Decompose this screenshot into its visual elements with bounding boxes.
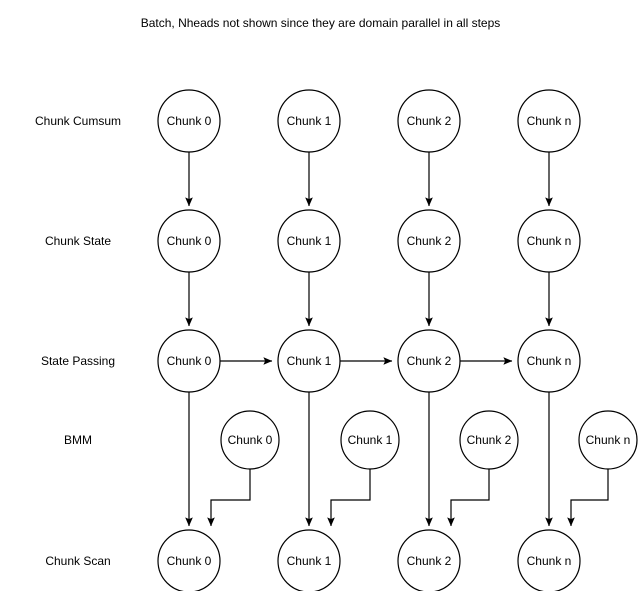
node-circle[interactable] [397, 89, 461, 153]
node-chunk-scan-col-1[interactable]: Chunk 1 [277, 529, 341, 591]
node-circle[interactable] [277, 89, 341, 153]
row-label-chunk-cumsum: Chunk Cumsum [35, 114, 121, 128]
node-chunk-cumsum-col-2[interactable]: Chunk 2 [397, 89, 461, 153]
row-chunk-state-nodes: Chunk 0 Chunk 1 Chunk 2 Chunk n [157, 209, 581, 273]
node-label: Chunk 2 [407, 354, 452, 368]
edges-state-to-passing [185, 272, 553, 327]
node-circle[interactable] [517, 329, 581, 393]
node-chunk-scan-col-n[interactable]: Chunk n [517, 529, 581, 591]
node-circle[interactable] [517, 529, 581, 591]
node-label: Chunk 1 [287, 554, 332, 568]
edges-bmm-to-scan [207, 469, 609, 527]
diagram-title: Batch, Nheads not shown since they are d… [141, 16, 501, 30]
node-circle[interactable] [397, 209, 461, 273]
node-chunk-state-col-2[interactable]: Chunk 2 [397, 209, 461, 273]
node-label: Chunk 0 [167, 354, 212, 368]
node-label: Chunk 1 [287, 114, 332, 128]
row-chunk-cumsum-nodes: Chunk 0 Chunk 1 Chunk 2 Chunk n [157, 89, 581, 153]
node-chunk-state-col-1[interactable]: Chunk 1 [277, 209, 341, 273]
node-label: Chunk n [527, 114, 572, 128]
row-state-passing-nodes: Chunk 0 Chunk 1 Chunk 2 Chunk n [157, 329, 581, 393]
node-circle[interactable] [340, 410, 400, 470]
edge-bmm-to-scan-col-2 [447, 469, 490, 527]
node-circle[interactable] [157, 89, 221, 153]
row-label-bmm: BMM [64, 433, 92, 447]
node-bmm-col-0[interactable]: Chunk 0 [220, 410, 280, 470]
node-label: Chunk 2 [407, 554, 452, 568]
node-circle[interactable] [277, 329, 341, 393]
node-circle[interactable] [157, 209, 221, 273]
node-label: Chunk n [527, 354, 572, 368]
node-circle[interactable] [277, 529, 341, 591]
node-label: Chunk 2 [407, 234, 452, 248]
node-circle[interactable] [459, 410, 519, 470]
node-state-passing-col-1[interactable]: Chunk 1 [277, 329, 341, 393]
node-circle[interactable] [220, 410, 280, 470]
node-circle[interactable] [517, 209, 581, 273]
row-chunk-scan-nodes: Chunk 0 Chunk 1 Chunk 2 Chunk n [157, 529, 581, 591]
node-label: Chunk n [527, 554, 572, 568]
node-label: Chunk n [527, 234, 572, 248]
edge-bmm-to-scan-col-n [567, 469, 609, 527]
node-label: Chunk 0 [167, 554, 212, 568]
node-chunk-scan-col-2[interactable]: Chunk 2 [397, 529, 461, 591]
node-label: Chunk 2 [467, 433, 512, 447]
node-circle[interactable] [517, 89, 581, 153]
node-chunk-cumsum-col-0[interactable]: Chunk 0 [157, 89, 221, 153]
node-state-passing-col-0[interactable]: Chunk 0 [157, 329, 221, 393]
row-labels: Chunk Cumsum Chunk State State Passing B… [35, 114, 121, 568]
node-label: Chunk 0 [167, 114, 212, 128]
node-state-passing-col-n[interactable]: Chunk n [517, 329, 581, 393]
node-state-passing-col-2[interactable]: Chunk 2 [397, 329, 461, 393]
node-label: Chunk 1 [348, 433, 393, 447]
node-circle[interactable] [277, 209, 341, 273]
row-label-chunk-scan: Chunk Scan [45, 554, 110, 568]
node-chunk-scan-col-0[interactable]: Chunk 0 [157, 529, 221, 591]
edge-bmm-to-scan-col-1 [327, 469, 371, 527]
node-label: Chunk 2 [407, 114, 452, 128]
node-circle[interactable] [578, 410, 638, 470]
node-bmm-col-1[interactable]: Chunk 1 [340, 410, 400, 470]
row-bmm-nodes: Chunk 0 Chunk 1 Chunk 2 Chunk n [220, 410, 638, 470]
node-label: Chunk 1 [287, 354, 332, 368]
node-bmm-col-n[interactable]: Chunk n [578, 410, 638, 470]
edge-bmm-to-scan-col-0 [207, 469, 251, 527]
edges-cumsum-to-state [185, 152, 553, 207]
node-label: Chunk n [586, 433, 631, 447]
node-label: Chunk 0 [228, 433, 273, 447]
node-label: Chunk 0 [167, 234, 212, 248]
edges-passing-to-scan [185, 392, 553, 527]
node-chunk-state-col-0[interactable]: Chunk 0 [157, 209, 221, 273]
node-bmm-col-2[interactable]: Chunk 2 [459, 410, 519, 470]
node-chunk-cumsum-col-n[interactable]: Chunk n [517, 89, 581, 153]
node-chunk-cumsum-col-1[interactable]: Chunk 1 [277, 89, 341, 153]
node-circle[interactable] [397, 529, 461, 591]
node-circle[interactable] [157, 329, 221, 393]
node-chunk-state-col-n[interactable]: Chunk n [517, 209, 581, 273]
node-circle[interactable] [397, 329, 461, 393]
node-circle[interactable] [157, 529, 221, 591]
node-label: Chunk 1 [287, 234, 332, 248]
row-label-state-passing: State Passing [41, 354, 115, 368]
row-label-chunk-state: Chunk State [45, 234, 111, 248]
